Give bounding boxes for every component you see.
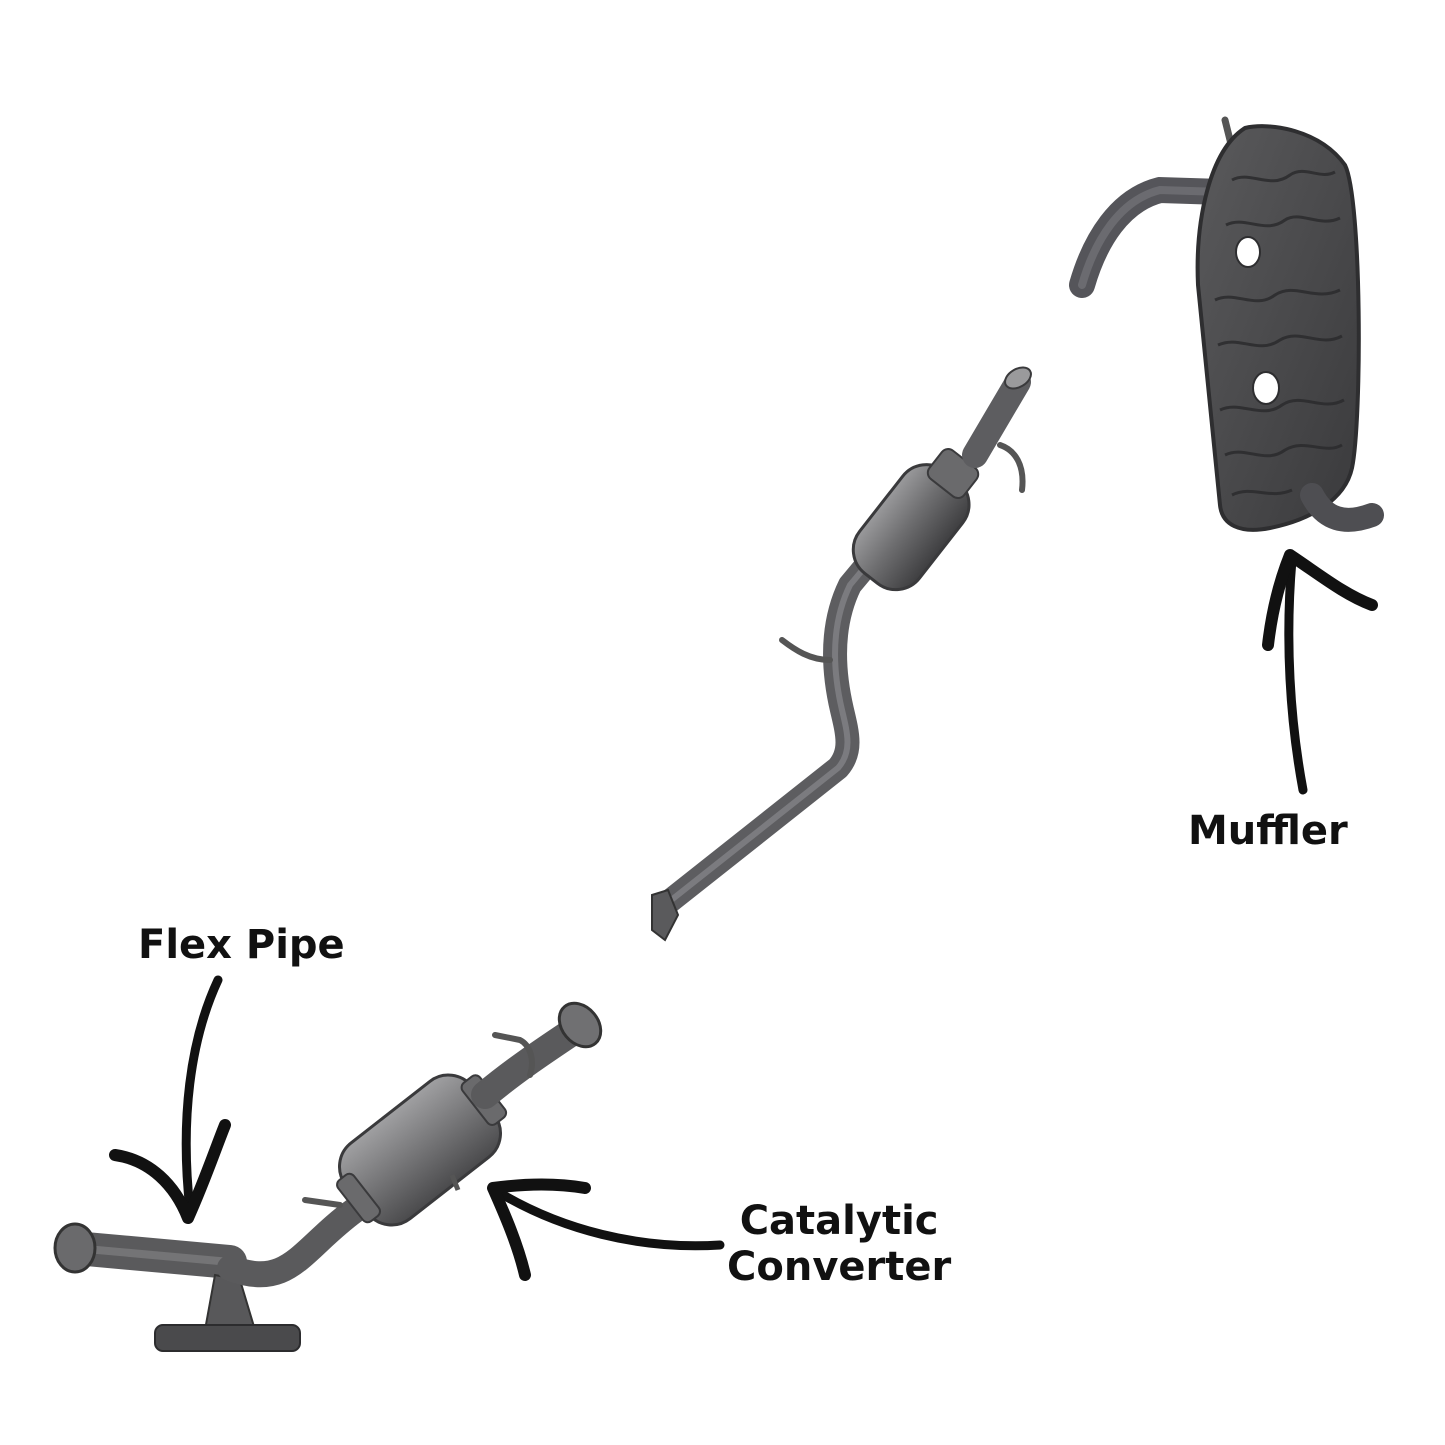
catalytic-converter-label: Catalytic Converter (727, 1198, 951, 1290)
resonator-pipe (651, 366, 1032, 942)
heat-shield-plate (154, 1324, 301, 1352)
catalytic-converter-label-line2: Converter (727, 1244, 952, 1290)
converter-hanger-upper (492, 1032, 535, 1078)
muffler (1069, 116, 1384, 532)
flex-pipe-arrow (109, 975, 231, 1224)
mid-pipe-tip (962, 369, 1031, 468)
muffler-label: Muffler (1188, 808, 1348, 854)
muffler-arrow (1262, 549, 1378, 795)
front-flange (53, 1222, 97, 1274)
mid-pipe-flange (651, 888, 680, 942)
catalytic-converter-assembly (53, 1001, 603, 1352)
muffler-outlet-pipe (1300, 483, 1384, 532)
muffler-hole-lower (1252, 371, 1280, 405)
mid-pipe (653, 513, 912, 917)
front-pipe (217, 1197, 368, 1288)
mid-pipe-hanger-upper (997, 442, 1026, 493)
rear-flange (557, 1001, 603, 1049)
mid-pipe-hanger-lower (779, 637, 833, 663)
catalytic-converter-arrow (487, 1178, 725, 1281)
flex-pipe-label: Flex Pipe (138, 922, 345, 968)
muffler-hole-upper (1235, 236, 1261, 268)
catalytic-converter-label-line1: Catalytic (739, 1198, 939, 1244)
muffler-body (1195, 124, 1361, 532)
converter-hanger-lower (302, 1197, 343, 1208)
